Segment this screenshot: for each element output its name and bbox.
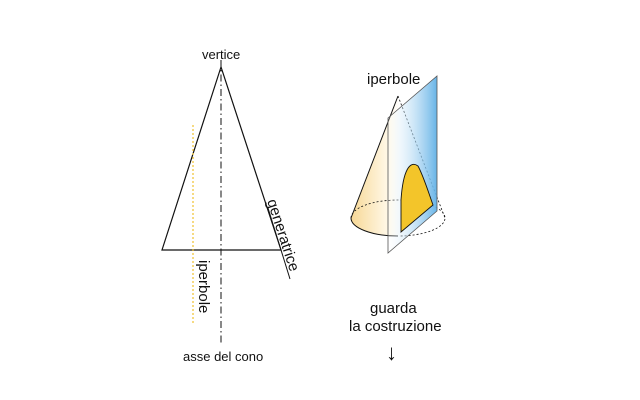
hyperbola-left-label: iperbole <box>195 260 212 313</box>
axis-label: asse del cono <box>183 349 263 364</box>
hyperbola-right-label: iperbole <box>367 71 420 88</box>
see-construction-line1[interactable]: guarda <box>370 300 417 317</box>
cone-3d-illustration <box>350 75 446 254</box>
generatrix-line <box>267 207 291 280</box>
down-arrow-icon[interactable]: ↓ <box>386 340 397 365</box>
cone-cross-section <box>161 60 291 345</box>
generatrix-label: generatrice <box>263 197 302 274</box>
see-construction-link[interactable]: guarda la costruzione <box>349 300 442 335</box>
see-construction-line2[interactable]: la costruzione <box>349 318 442 335</box>
hyperbola-section-shape <box>400 164 434 233</box>
vertex-label: vertice <box>202 47 240 62</box>
